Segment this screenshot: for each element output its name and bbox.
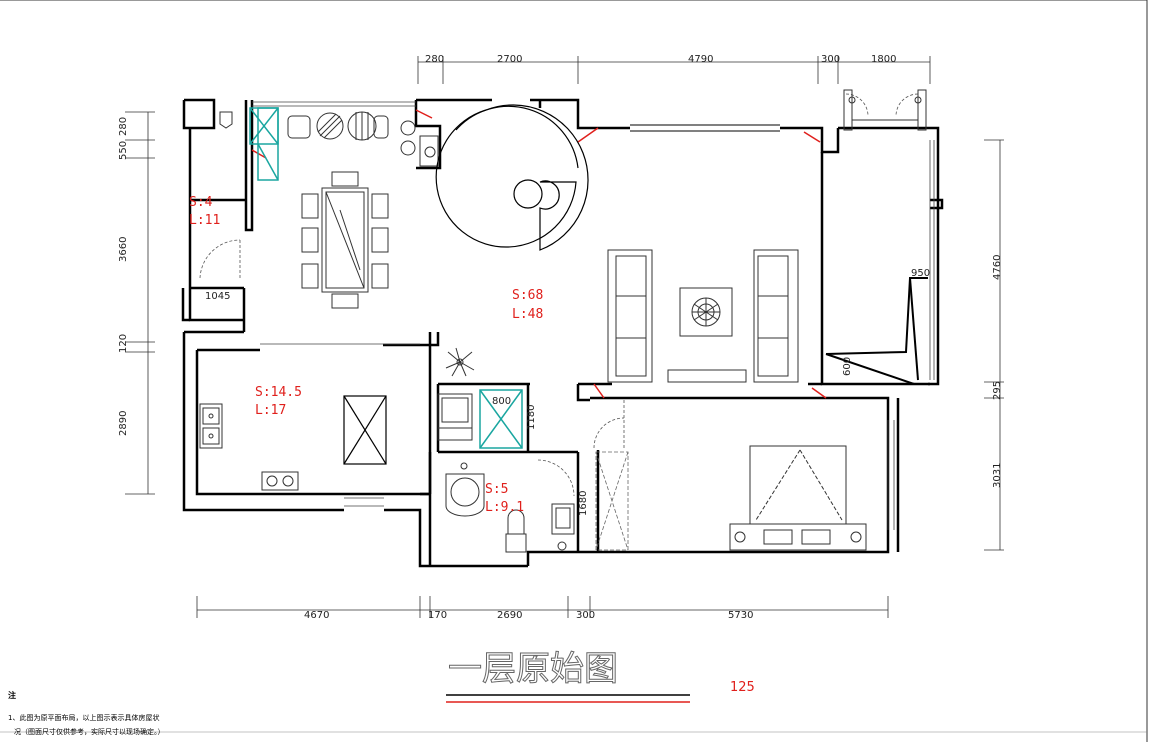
notes-line-2: 况（图面尺寸仅供参考，实际尺寸以现场确定。） [14, 727, 165, 736]
dim-inner-1180: 1180 [526, 405, 537, 430]
spiral-staircase [435, 104, 589, 251]
dim-left-3: 3660 [118, 237, 129, 262]
dim-bottom-4: 300 [576, 610, 595, 621]
red-wall-markers [251, 109, 827, 399]
right-dimension-line [984, 139, 1004, 551]
bathtub [445, 462, 485, 517]
stove [261, 471, 299, 491]
potted-plant [445, 347, 475, 377]
dim-inner-600: 600 [842, 357, 853, 376]
dim-inner-950: 950 [911, 268, 930, 279]
dim-right-3: 3031 [992, 463, 1003, 488]
coffee-table [667, 287, 747, 383]
toilet [505, 509, 527, 553]
living-length-label: L:48 [512, 307, 543, 322]
dim-bottom-2: 170 [428, 610, 447, 621]
kitchen-length-label: L:17 [255, 403, 286, 418]
balcony-length-label: L:11 [189, 213, 220, 228]
dim-bottom-5: 5730 [728, 610, 753, 621]
bath-length-label: L:9.1 [485, 500, 524, 515]
walls [181, 98, 944, 568]
dim-inner-1680: 1680 [578, 491, 589, 516]
dim-left-1: 280 [118, 117, 129, 136]
dim-left-4: 120 [118, 334, 129, 353]
scale-label: 125 [730, 680, 755, 695]
dim-inner-800: 800 [492, 396, 511, 407]
fridge-unit [437, 393, 473, 441]
bed [729, 445, 867, 551]
living-area-label: S:68 [512, 288, 543, 303]
plan-title: 一层原始图 [448, 649, 618, 689]
bathroom-sink [551, 503, 575, 551]
dim-left-2: 550 [118, 141, 129, 160]
dim-top-2: 2700 [497, 54, 522, 65]
bottom-dimension-line [196, 596, 889, 618]
dim-top-5: 1800 [871, 54, 896, 65]
dim-top-3: 4790 [688, 54, 713, 65]
right-balcony-structure [825, 277, 928, 385]
dim-inner-1045: 1045 [205, 291, 230, 302]
top-dimension-line [417, 56, 931, 84]
shaft-middle [479, 389, 523, 449]
kitchen-sink [199, 403, 223, 449]
dim-top-4: 300 [821, 54, 840, 65]
window-lines [252, 101, 935, 530]
dim-top-1: 280 [425, 54, 444, 65]
dim-bottom-3: 2690 [497, 610, 522, 621]
kitchen-island [343, 395, 387, 465]
sofa-left [607, 249, 653, 383]
left-dimension-line [125, 111, 155, 495]
dining-table [301, 171, 389, 309]
shower [595, 451, 629, 551]
sofa-right [753, 249, 799, 383]
shaft-top [249, 107, 279, 181]
notes-marker: 注 [8, 690, 16, 700]
corner-fixture [219, 111, 439, 167]
dim-right-1: 4760 [992, 255, 1003, 280]
notes-line-1: 1、此图为原平面布局，以上图示表示具体房屋状 [8, 713, 159, 722]
dim-bottom-1: 4670 [304, 610, 329, 621]
door-swings [199, 93, 919, 497]
kitchen-area-label: S:14.5 [255, 385, 302, 400]
balcony-chairs [287, 111, 416, 156]
bath-area-label: S:5 [485, 482, 508, 497]
dim-left-5: 2890 [118, 411, 129, 436]
dim-right-2: 295 [992, 381, 1003, 400]
balcony-area-label: S:4 [189, 195, 213, 210]
balcony-doors [843, 89, 927, 131]
